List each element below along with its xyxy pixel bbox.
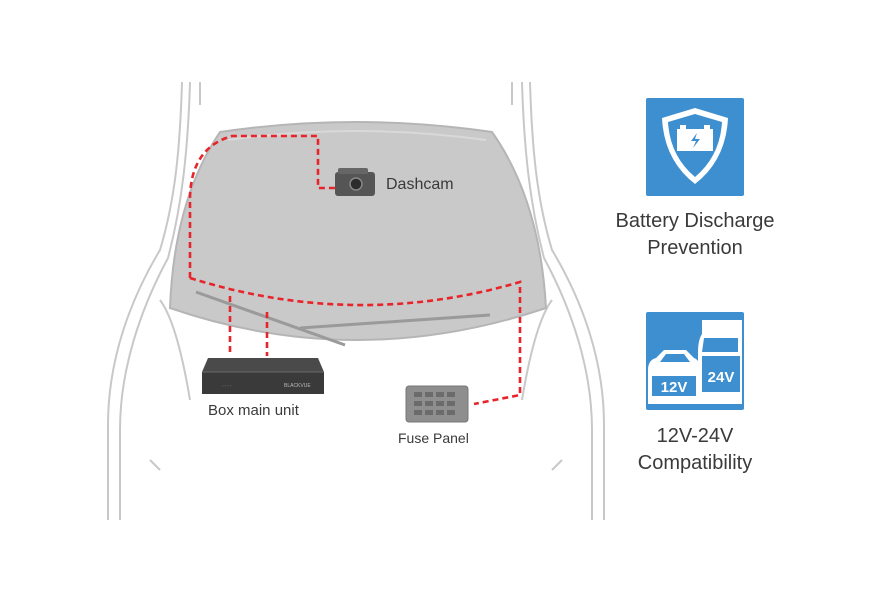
car-voltage-badge: 12V	[661, 379, 688, 396]
fuse-slots	[414, 392, 455, 415]
box-unit-ports: ◦ ◦ ◦ ◦	[222, 383, 232, 388]
dashcam-label: Dashcam	[386, 176, 454, 193]
fuse-panel-label: Fuse Panel	[398, 430, 469, 446]
fuse-panel-device	[405, 385, 469, 423]
cable-to-dashcam	[188, 134, 335, 278]
windshield-inner-edge	[227, 130, 487, 141]
box-main-unit-device: BLACKVUE ◦ ◦ ◦ ◦	[202, 358, 324, 394]
box-unit-brand: BLACKVUE	[284, 383, 311, 389]
car-body-outline	[107, 81, 605, 520]
battery-discharge-prevention-text: Battery Discharge Prevention	[575, 208, 815, 262]
car-truck-voltage-icon: 24V 12V	[646, 312, 744, 410]
dashcam-device	[335, 168, 375, 196]
box-main-unit-label: Box main unit	[208, 402, 299, 419]
feature-line: Battery Discharge	[615, 210, 775, 232]
windshield	[168, 121, 548, 341]
wipers	[195, 290, 491, 347]
truck-voltage-badge: 24V	[708, 369, 735, 386]
feature-line: Prevention	[647, 237, 743, 259]
voltage-compatibility-text: 12V-24V Compatibility	[575, 423, 815, 477]
feature-line: 12V-24V	[656, 425, 734, 447]
cable-across-bottom	[189, 276, 522, 406]
feature-line: Compatibility	[637, 452, 753, 474]
power-cable-route	[188, 134, 522, 406]
battery-shield-icon	[646, 98, 744, 196]
